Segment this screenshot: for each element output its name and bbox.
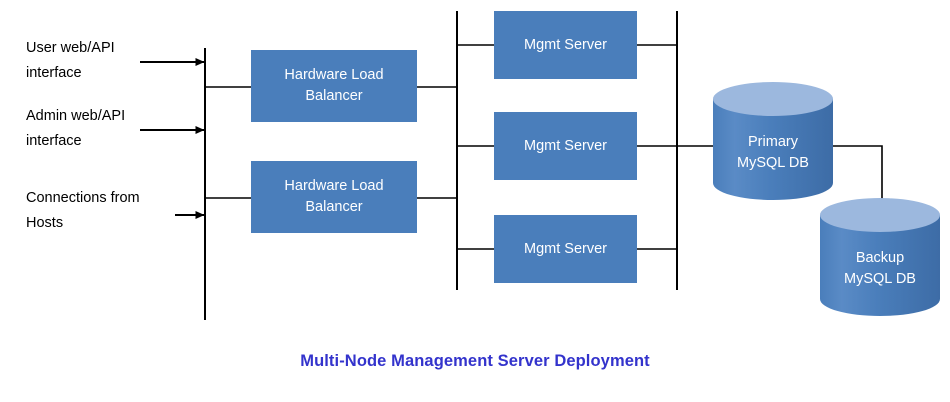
node-label-primary-mysql-db: Primary MySQL DB bbox=[737, 134, 809, 171]
diagram-title: Multi-Node Management Server Deployment bbox=[300, 352, 650, 370]
input-label-admin-web-api: Admin web/API interface bbox=[26, 108, 126, 149]
node-mgmt-server-1[interactable]: Mgmt Server bbox=[494, 11, 637, 79]
input-label-connections-from-hosts: Connections from Hosts bbox=[26, 190, 140, 231]
node-label-mgmt-server-3: Mgmt Server bbox=[524, 240, 607, 257]
node-hardware-load-balancer-2[interactable]: Hardware Load Balancer bbox=[251, 161, 417, 233]
node-hardware-load-balancer-1[interactable]: Hardware Load Balancer bbox=[251, 50, 417, 122]
primary-mysql-db-shape bbox=[713, 82, 833, 200]
node-mgmt-server-2[interactable]: Mgmt Server bbox=[494, 112, 637, 180]
node-label-backup-mysql-db: Backup MySQL DB bbox=[844, 250, 916, 287]
node-label-hardware-load-balancer-1: Hardware Load Balancer bbox=[284, 67, 384, 104]
input-label-user-web-api: User web/API interface bbox=[26, 40, 115, 81]
node-label-mgmt-server-2: Mgmt Server bbox=[524, 137, 607, 154]
primary-to-backup-db-line bbox=[833, 145, 883, 215]
backup-mysql-db-shape bbox=[820, 198, 940, 316]
node-label-mgmt-server-1: Mgmt Server bbox=[524, 36, 607, 53]
node-label-hardware-load-balancer-2: Hardware Load Balancer bbox=[284, 178, 384, 215]
node-mgmt-server-3[interactable]: Mgmt Server bbox=[494, 215, 637, 283]
